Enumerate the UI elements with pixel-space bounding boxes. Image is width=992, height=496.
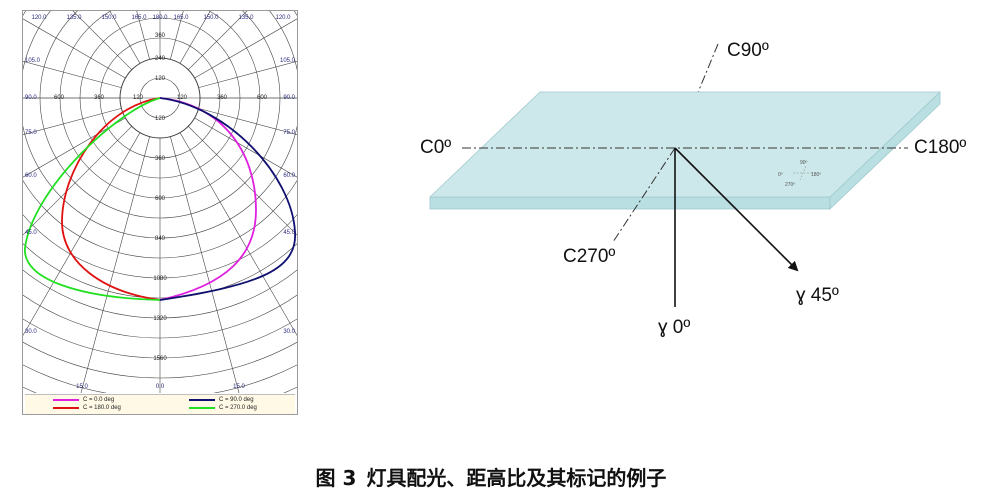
angle-label-top: 120.0 (275, 15, 291, 21)
polar-spoke (23, 18, 126, 79)
polar-spoke (179, 132, 297, 336)
polar-spoke (188, 126, 297, 236)
figure-title: 灯具配光、距高比及其标记的例子 (366, 466, 667, 490)
mini-label-270: 270º (785, 182, 795, 188)
figure-number: 图 3 (315, 466, 357, 490)
angle-label-right: 105.0 (280, 58, 296, 64)
legend-swatch-c90 (189, 399, 215, 401)
legend-item-c270: C = 270.0 deg (189, 405, 257, 411)
legend-item-c180: C = 180.0 deg (53, 405, 121, 411)
polar-spoke (23, 108, 122, 136)
ring-label-horizontal: 120 (177, 95, 188, 101)
ring-label-horizontal: 120 (133, 95, 144, 101)
angle-label-top: 165.0 (131, 15, 147, 21)
ring-label-lower: 1320 (153, 316, 167, 322)
ring-label-lower: 360 (155, 156, 166, 162)
legend-label-c0: C = 0.0 deg (83, 397, 115, 403)
angle-label-left: 90.0 (25, 95, 37, 101)
polar-spoke (23, 132, 141, 336)
angle-label-top: 135.0 (238, 15, 254, 21)
ring-label-lower: 1560 (153, 356, 167, 362)
angle-label-bottom: 15.0 (233, 384, 245, 390)
angle-label-top: 135.0 (66, 15, 82, 21)
angle-label-left: 75.0 (25, 130, 37, 136)
polar-spoke (80, 136, 150, 393)
mini-orientation-marker: 90º 0º 180º 270º (778, 160, 821, 188)
polar-spoke (198, 60, 297, 88)
legend-swatch-c180 (53, 407, 79, 409)
label-gamma-45: ɣ 45º (796, 285, 839, 306)
angle-label-right: 45.0 (283, 230, 295, 236)
ring-label-horizontal: 600 (54, 95, 65, 101)
mini-label-180: 180º (811, 172, 821, 178)
figure-caption: 图 3 灯具配光、距高比及其标记的例子 (0, 462, 992, 491)
plate-edge (429, 196, 831, 210)
legend-swatch-c270 (189, 407, 215, 409)
ring-label-upper: 120 (155, 76, 166, 82)
polar-spoke (198, 108, 297, 136)
curve-c180 (61, 97, 161, 301)
angle-label-left: 105.0 (25, 58, 41, 64)
label-gamma-0: ɣ 0º (658, 317, 690, 338)
polar-spoke (23, 126, 132, 236)
ring-label-upper: 360 (155, 33, 166, 39)
legend-label-c180: C = 180.0 deg (83, 405, 121, 411)
c270-axis-lower (612, 147, 676, 243)
luminaire-plate (429, 91, 941, 198)
polar-spoke (179, 11, 211, 64)
ring-label-horizontal: 600 (257, 95, 268, 101)
polar-spoke (23, 60, 122, 88)
gamma-45-arrow (674, 147, 799, 272)
angle-label-right: 75.0 (283, 130, 295, 136)
polar-spoke (194, 18, 297, 79)
curve-c270 (24, 97, 161, 301)
polar-curves (24, 97, 296, 301)
label-c180: C180º (914, 137, 966, 158)
angle-label-top: 180.0 (152, 15, 168, 21)
polar-grid (23, 11, 297, 393)
angle-label-right: 60.0 (283, 173, 295, 179)
ring-label-lower: 840 (155, 236, 166, 242)
mini-label-90: 90º (800, 160, 808, 166)
ring-label-horizontal: 360 (94, 95, 105, 101)
angle-label-left: 60.0 (25, 173, 37, 179)
label-c0: C0º (420, 137, 451, 158)
angle-label-right: 90.0 (283, 95, 295, 101)
angle-label-bottom: 15.0 (76, 384, 88, 390)
angle-label-top: 165.0 (173, 15, 189, 21)
angle-label-top: 120.0 (31, 15, 47, 21)
legend-item-c90: C = 90.0 deg (189, 397, 254, 403)
ring-label-upper: 240 (155, 56, 166, 62)
legend-swatch-c0 (53, 399, 79, 401)
ring-label-lower: 600 (155, 196, 166, 202)
polar-spoke (194, 117, 297, 178)
ring-label-lower: 1080 (153, 276, 167, 282)
polar-spoke (109, 11, 141, 64)
angle-label-left: 45.0 (25, 230, 37, 236)
angle-label-top: 150.0 (203, 15, 219, 21)
polar-spoke (23, 117, 126, 178)
angle-label-bottom: 0.0 (156, 384, 165, 390)
c-gamma-diagram: 90º 0º 180º 270º C90º C0º C180º C270º ɣ … (420, 40, 966, 338)
ring-label-lower: 120 (155, 116, 166, 122)
legend-item-c0: C = 0.0 deg (53, 397, 114, 403)
polar-chart-panel: 120.0 135.0 150.0 165.0 180.0 165.0 150.0 135.0… (22, 10, 298, 415)
angle-label-left: 30.0 (25, 329, 37, 335)
polar-spoke (170, 136, 240, 393)
angle-label-right: 30.0 (283, 329, 295, 335)
ring-label-horizontal: 360 (217, 95, 228, 101)
label-c90: C90º (727, 40, 769, 61)
legend-label-c270: C = 270.0 deg (219, 405, 257, 411)
polar-labels: 120.0 135.0 150.0 165.0 180.0 165.0 150.0 135.0… (25, 15, 296, 390)
angle-label-top: 150.0 (101, 15, 117, 21)
label-c270: C270º (563, 246, 615, 267)
polar-spoke (72, 11, 132, 70)
legend-label-c90: C = 90.0 deg (219, 397, 254, 403)
polar-legend: C = 0.0 deg C = 90.0 deg C = 180.0 deg C… (25, 394, 295, 414)
mini-label-0: 0º (778, 172, 783, 178)
polar-chart: 120.0 135.0 150.0 165.0 180.0 165.0 150.0 135.0… (22, 10, 298, 415)
curve-c90 (159, 97, 296, 301)
polar-spoke (188, 11, 248, 70)
